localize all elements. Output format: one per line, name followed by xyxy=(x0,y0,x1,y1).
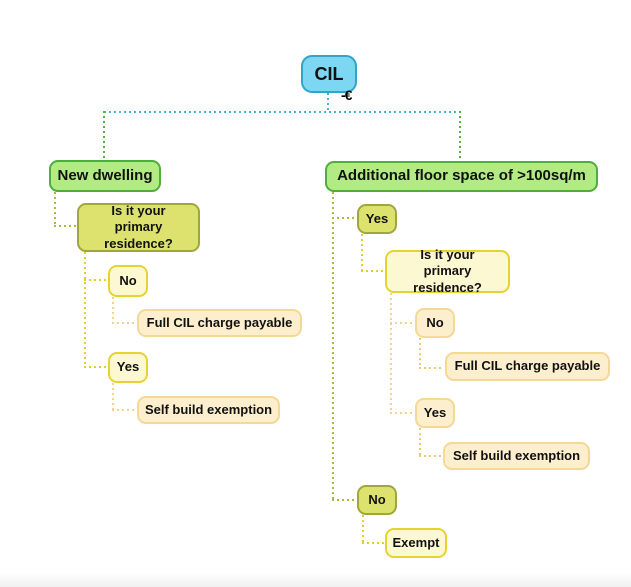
connector-question-right-drop xyxy=(390,293,392,413)
connector-to-yes-right xyxy=(332,217,357,219)
connector-to-question-right xyxy=(361,270,385,272)
connector-to-selfbuild-right xyxy=(419,455,443,457)
connector-root-drop xyxy=(327,93,329,112)
connector-no-right-drop xyxy=(419,338,421,368)
node-self-build-left[interactable]: Self build exemption xyxy=(137,396,280,424)
node-exempt[interactable]: Exempt xyxy=(385,528,447,558)
canvas-bottom-edge xyxy=(0,573,631,587)
connector-yes-right-2-drop xyxy=(419,428,421,456)
connector-newdwelling-drop xyxy=(54,192,56,226)
connector-to-no-left xyxy=(84,279,108,281)
node-new-dwelling[interactable]: New dwelling xyxy=(49,160,161,192)
node-no-right[interactable]: No xyxy=(415,308,455,338)
connector-to-fullcil-left xyxy=(112,322,137,324)
node-primary-residence-right[interactable]: Is it your primary residence? xyxy=(385,247,510,295)
node-yes-left[interactable]: Yes xyxy=(108,352,148,383)
connector-to-additional xyxy=(459,111,461,162)
node-additional-floor-space[interactable]: Additional floor space of >100sq/m xyxy=(325,161,598,192)
node-full-cil-left[interactable]: Full CIL charge payable xyxy=(137,309,302,337)
node-self-build-right[interactable]: Self build exemption xyxy=(443,442,590,470)
connector-to-no-right xyxy=(390,322,415,324)
connector-question-left-drop xyxy=(84,252,86,368)
connector-to-yes-right-2 xyxy=(390,412,415,414)
node-yes-right[interactable]: Yes xyxy=(357,204,397,234)
connector-additional-drop xyxy=(332,192,334,500)
connector-to-exempt xyxy=(362,542,385,544)
connector-to-question-left xyxy=(54,225,77,227)
connector-yes-left-drop xyxy=(112,383,114,410)
connector-to-new-dwelling xyxy=(103,111,105,161)
node-no-left[interactable]: No xyxy=(108,265,148,297)
node-cil[interactable]: CIL xyxy=(301,55,357,93)
connector-to-no-bottom xyxy=(332,499,357,501)
connector-to-fullcil-right xyxy=(419,367,443,369)
connector-to-yes-left xyxy=(84,366,108,368)
node-full-cil-right[interactable]: Full CIL charge payable xyxy=(445,352,610,381)
node-primary-residence-left[interactable]: Is it your primary residence? xyxy=(77,203,200,252)
connector-no-bottom-drop xyxy=(362,515,364,543)
connector-to-selfbuild-left xyxy=(112,409,137,411)
node-yes-right-2[interactable]: Yes xyxy=(415,398,455,428)
connector-no-left-drop xyxy=(112,297,114,323)
connector-yes-right-drop xyxy=(361,234,363,271)
minus-euro-icon[interactable]: -€ xyxy=(341,87,352,103)
node-no-bottom[interactable]: No xyxy=(357,485,397,515)
connector-root-span xyxy=(104,111,460,113)
